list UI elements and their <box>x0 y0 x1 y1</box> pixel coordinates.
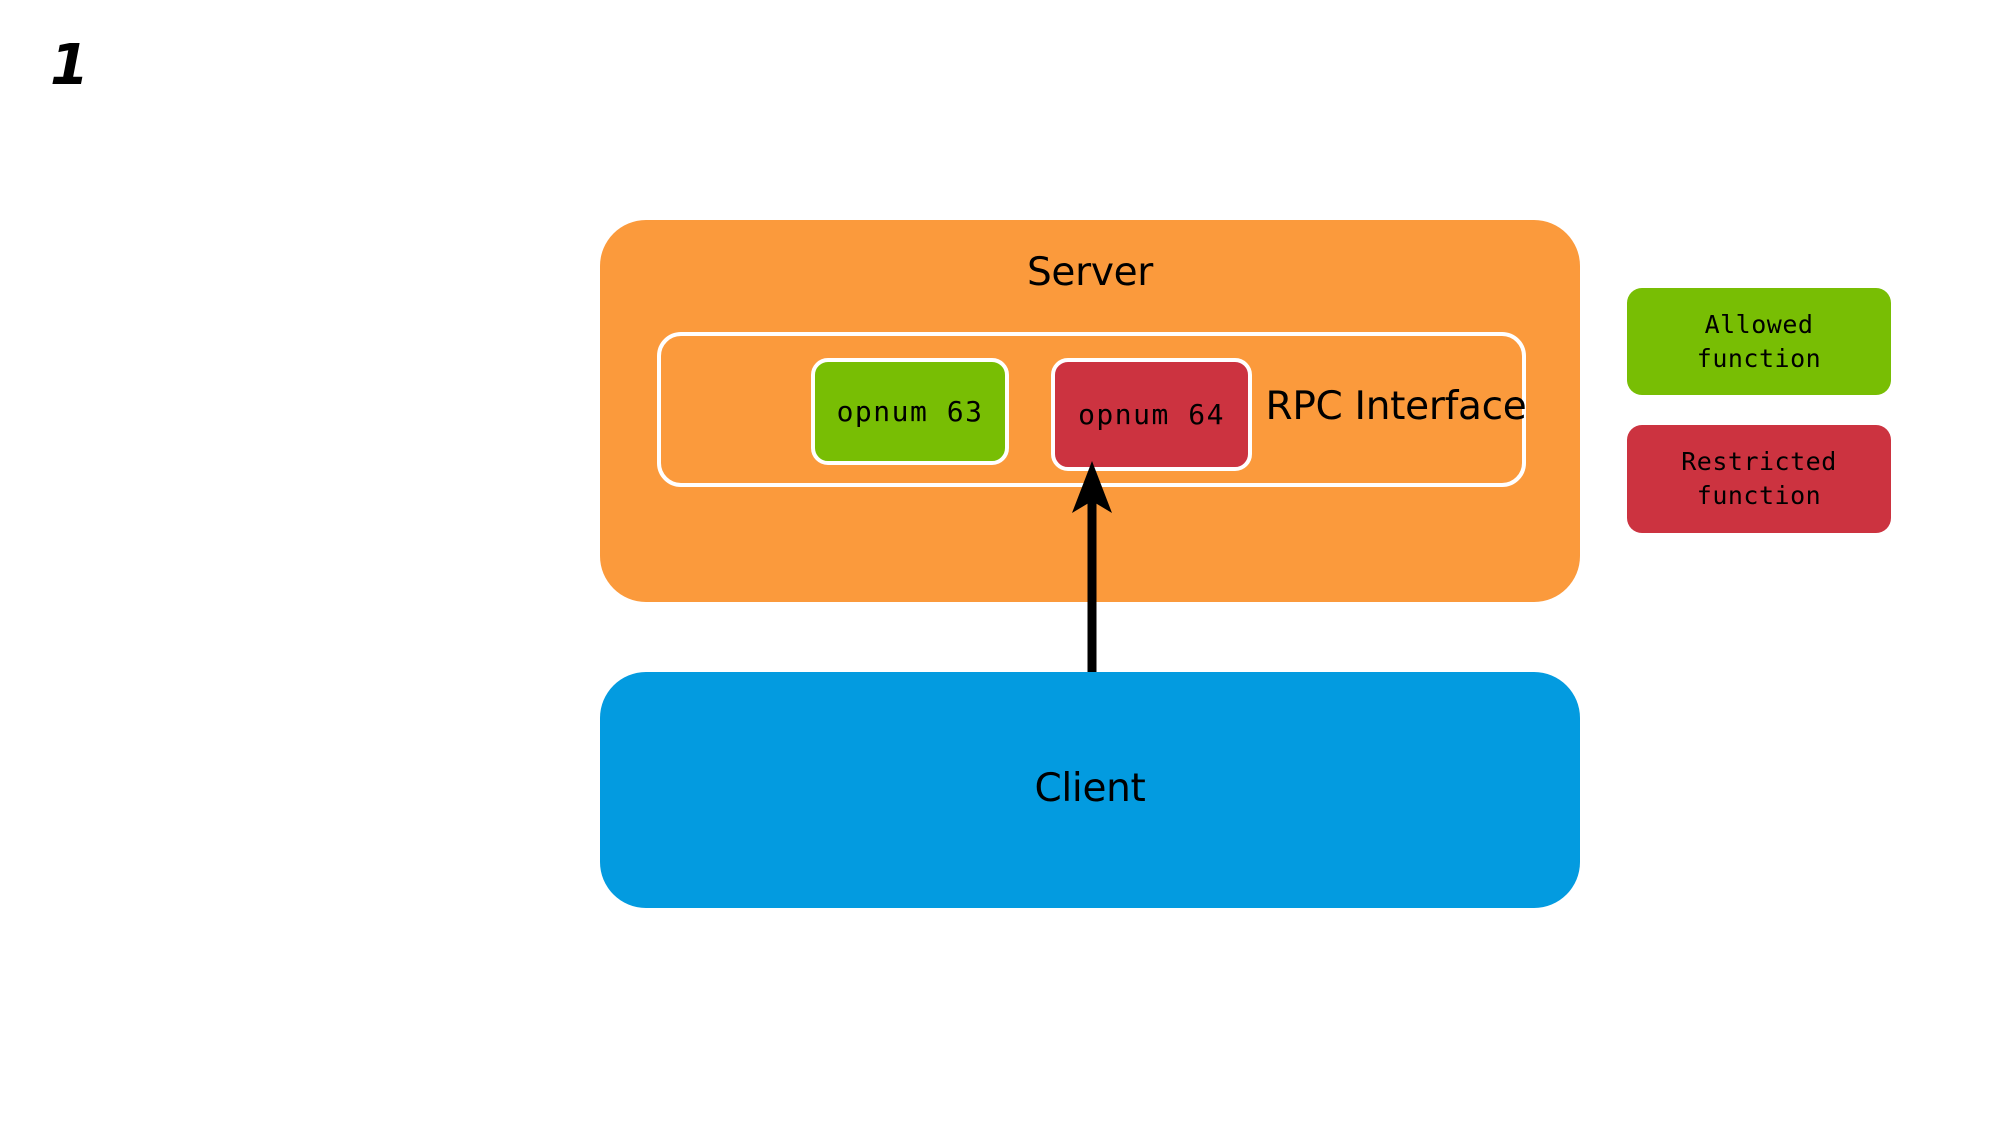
opnum-63-chip[interactable]: opnum 63 <box>811 358 1009 465</box>
rpc-interface-label: RPC Interface <box>1265 384 1527 429</box>
legend-allowed-function: Allowed function <box>1627 288 1891 395</box>
call-arrow-icon <box>1072 461 1112 685</box>
opnum-64-label: opnum 64 <box>1078 398 1225 431</box>
opnum-64-chip[interactable]: opnum 64 <box>1051 358 1252 471</box>
slide-number: 1 <box>50 33 89 98</box>
opnum-63-label: opnum 63 <box>836 395 984 428</box>
server-label: Server <box>1026 250 1154 295</box>
rpc-interface-box: opnum 63 opnum 64 RPC Interface <box>657 332 1527 487</box>
legend-restricted-function-label: Restricted function <box>1681 447 1837 510</box>
call-arrow <box>1062 455 1122 685</box>
client-label: Client <box>1034 766 1146 811</box>
legend-restricted-function: Restricted function <box>1627 425 1891 533</box>
client-box: Client <box>600 672 1580 908</box>
legend-allowed-function-label: Allowed function <box>1696 309 1822 373</box>
